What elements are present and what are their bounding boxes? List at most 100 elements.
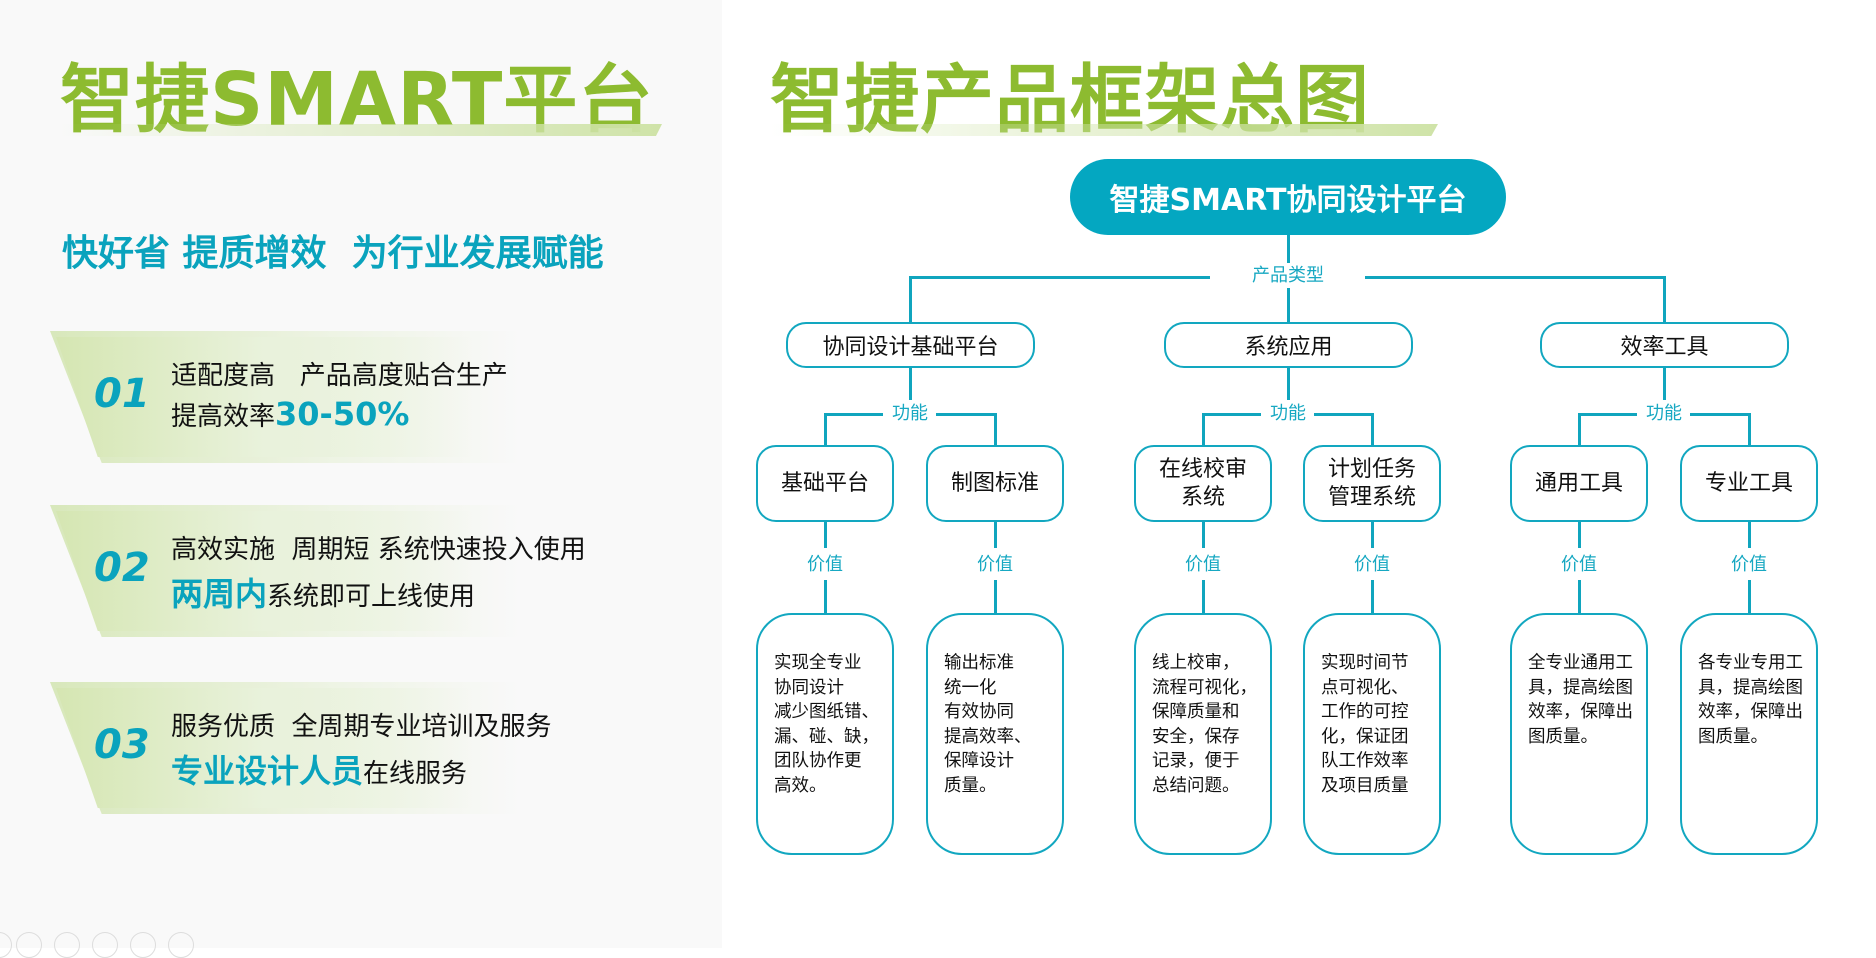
connector-line: [1287, 235, 1290, 263]
framework-title-underline: [770, 124, 1438, 136]
connector-line: [909, 276, 1210, 279]
value-node: 输出标准统一化有效协同提高效率、保障设计质量。: [926, 613, 1064, 855]
value-node: 实现全专业协同设计减少图纸错、漏、碰、缺，团队协作更高效。: [756, 613, 894, 855]
connector-line: [994, 522, 997, 548]
value-text-line: 有效协同: [944, 702, 1014, 722]
card-number: 01: [94, 371, 150, 417]
card-headline: 高效实施 周期短 系统快速投入使用: [171, 535, 586, 565]
value-text-line: 工作的可控: [1321, 702, 1409, 722]
connector-line: [909, 368, 912, 400]
card-headline: 适配度高 产品高度贴合生产: [171, 361, 508, 391]
value-text-line: 图质量。: [1528, 726, 1598, 747]
value-text-line: 输出标准: [944, 653, 1014, 673]
card-number: 03: [94, 722, 150, 768]
title-underline: [60, 124, 662, 136]
connector-line: [1202, 413, 1261, 416]
connector-line: [1287, 288, 1290, 322]
connector-line: [1314, 413, 1372, 416]
function-label: 功能: [1646, 403, 1682, 424]
card-detail: 提高效率30-50%: [171, 395, 409, 433]
value-text-line: 流程可视化，: [1152, 677, 1257, 698]
value-text-line: 漏、碰、缺，: [774, 726, 879, 747]
connector-line: [824, 522, 827, 548]
zoom-control-icon[interactable]: [130, 932, 156, 958]
connector-line: [1287, 368, 1290, 400]
function-node-label: 系统: [1180, 484, 1225, 510]
value-text-line: 提高效率、: [944, 726, 1032, 747]
card-fill: [56, 511, 520, 631]
value-text-line: 队工作效率: [1321, 751, 1409, 771]
connector-line: [1578, 413, 1637, 416]
card-detail: 两周内系统即可上线使用: [171, 569, 475, 615]
value-node: 线上校审，流程可视化，保障质量和安全，保存记录，便于总结问题。: [1134, 613, 1272, 855]
value-text-line: 具，提高绘图: [1528, 677, 1633, 698]
more-control-icon[interactable]: [168, 932, 194, 958]
function-node: 通用工具: [1510, 445, 1648, 522]
value-text-line: 点可视化、: [1321, 677, 1409, 698]
function-label: 功能: [892, 403, 928, 424]
card-highlight: 两周内: [171, 575, 268, 613]
value-text-line: 减少图纸错、: [774, 702, 879, 722]
connector-line: [1202, 413, 1205, 445]
function-node: 专业工具: [1680, 445, 1818, 522]
connector-line: [1371, 522, 1374, 548]
connector-line: [1202, 580, 1205, 613]
value-label: 价值: [1731, 554, 1767, 575]
value-text-line: 统一化: [944, 677, 997, 698]
value-text-line: 具，提高绘图: [1698, 677, 1803, 698]
connector-line: [1578, 522, 1581, 548]
value-text-line: 总结问题。: [1152, 775, 1240, 796]
card-headline: 服务优质 全周期专业培训及服务: [171, 712, 552, 742]
value-text-line: 高效。: [774, 775, 827, 796]
card-detail-post: 在线服务: [363, 759, 468, 789]
connector-line: [824, 413, 827, 445]
value-text-line: 协同设计: [774, 677, 844, 698]
value-text-line: 线上校审，: [1152, 653, 1240, 673]
value-text-line: 保障质量和: [1152, 702, 1240, 722]
pen-control-icon[interactable]: [54, 932, 80, 958]
function-node-label: 专业工具: [1704, 470, 1793, 496]
value-text-line: 各专业专用工: [1698, 653, 1803, 673]
card-detail-pre: 提高效率: [171, 402, 276, 432]
connector-line: [1690, 413, 1749, 416]
root-node: 智捷SMART协同设计平台: [1070, 159, 1506, 235]
feature-card-02: 02 高效实施 周期短 系统快速投入使用 两周内系统即可上线使用: [50, 505, 586, 637]
function-node: 制图标准: [926, 445, 1064, 522]
value-text-line: 效率，保障出: [1698, 702, 1803, 722]
value-label: 价值: [807, 554, 843, 575]
card-detail: 专业设计人员在线服务: [171, 746, 467, 792]
value-label: 价值: [1185, 554, 1221, 575]
connector-line: [1663, 276, 1666, 322]
connector-line: [936, 413, 995, 416]
connector-line: [1663, 368, 1666, 400]
value-text-line: 及项目质量: [1321, 775, 1409, 796]
next-control-icon[interactable]: [16, 932, 42, 958]
connector-line: [1748, 522, 1751, 548]
feature-card-03: 03 服务优质 全周期专业培训及服务 专业设计人员在线服务: [50, 682, 552, 814]
value-label: 价值: [1561, 554, 1597, 575]
function-node: 基础平台: [756, 445, 894, 522]
connector-line: [1578, 413, 1581, 445]
connector-line: [1578, 580, 1581, 613]
function-node-label: 管理系统: [1327, 484, 1416, 510]
connector-line: [1365, 276, 1665, 279]
connector-line: [909, 276, 912, 322]
value-text-line: 团队协作更: [774, 751, 862, 771]
value-node: 各专业专用工具，提高绘图效率，保障出图质量。: [1680, 613, 1818, 855]
value-label: 价值: [1354, 554, 1390, 575]
connector-line: [1371, 580, 1374, 613]
function-label: 功能: [1270, 403, 1306, 424]
value-text-line: 实现时间节: [1321, 653, 1409, 673]
card-number: 02: [94, 545, 150, 591]
value-node: 全专业通用工具，提高绘图效率，保障出图质量。: [1510, 613, 1648, 855]
connector-line: [994, 580, 997, 613]
connector-line: [824, 413, 883, 416]
function-node-label: 制图标准: [950, 470, 1039, 496]
slides-control-icon[interactable]: [92, 932, 118, 958]
connector-line: [994, 413, 997, 445]
card-highlight: 专业设计人员: [171, 752, 364, 790]
card-detail-post: 系统即可上线使用: [267, 582, 476, 612]
value-text-line: 图质量。: [1698, 726, 1768, 747]
card-fill: [56, 337, 520, 457]
function-node: 在线校审系统: [1134, 445, 1272, 522]
